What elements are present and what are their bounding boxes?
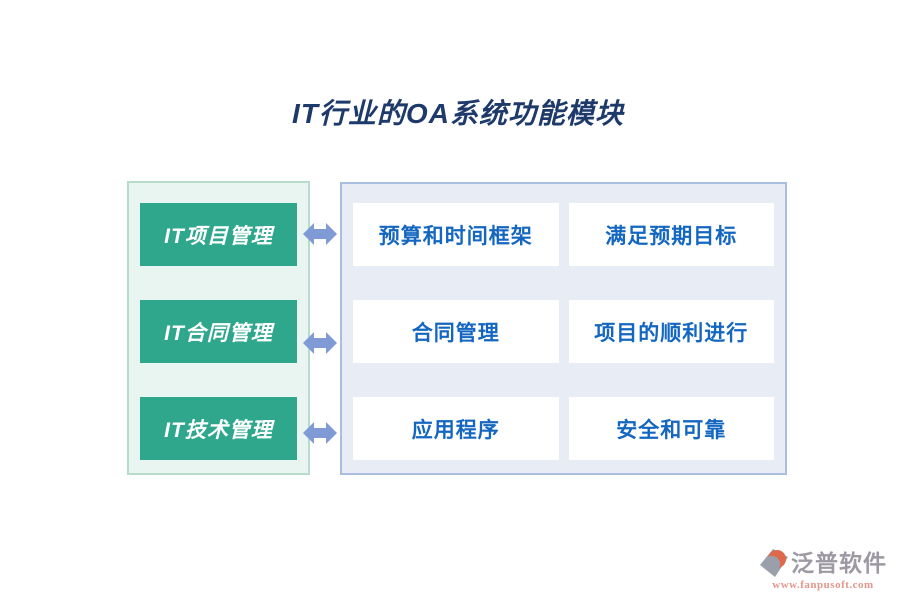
double-arrow-icon xyxy=(303,223,337,245)
feature-meet-expected-goals: 满足预期目标 xyxy=(568,203,774,266)
feature-budget-timeframe: 预算和时间框架 xyxy=(353,203,559,266)
fanpu-logo-icon xyxy=(760,549,788,577)
modules-panel: IT项目管理 IT合同管理 IT技术管理 xyxy=(127,181,310,475)
double-arrow-icon xyxy=(303,422,337,444)
feature-smooth-project-progress: 项目的顺利进行 xyxy=(568,300,774,363)
module-it-technology-management: IT技术管理 xyxy=(140,397,297,460)
double-arrow-icon xyxy=(303,332,337,354)
features-panel: 预算和时间框架 满足预期目标 合同管理 项目的顺利进行 应用程序 安全和可靠 xyxy=(340,182,787,475)
feature-contract-management: 合同管理 xyxy=(353,300,559,363)
module-it-contract-management: IT合同管理 xyxy=(140,300,297,363)
fanpu-watermark: 泛普软件 www.fanpusoft.com xyxy=(753,548,893,591)
page-title: IT行业的OA系统功能模块 xyxy=(292,98,624,129)
feature-applications: 应用程序 xyxy=(353,397,559,460)
module-it-project-management: IT项目管理 xyxy=(140,203,297,266)
feature-safe-and-reliable: 安全和可靠 xyxy=(568,397,774,460)
watermark-url: www.fanpusoft.com xyxy=(772,579,874,591)
watermark-brand: 泛普软件 xyxy=(791,550,887,576)
